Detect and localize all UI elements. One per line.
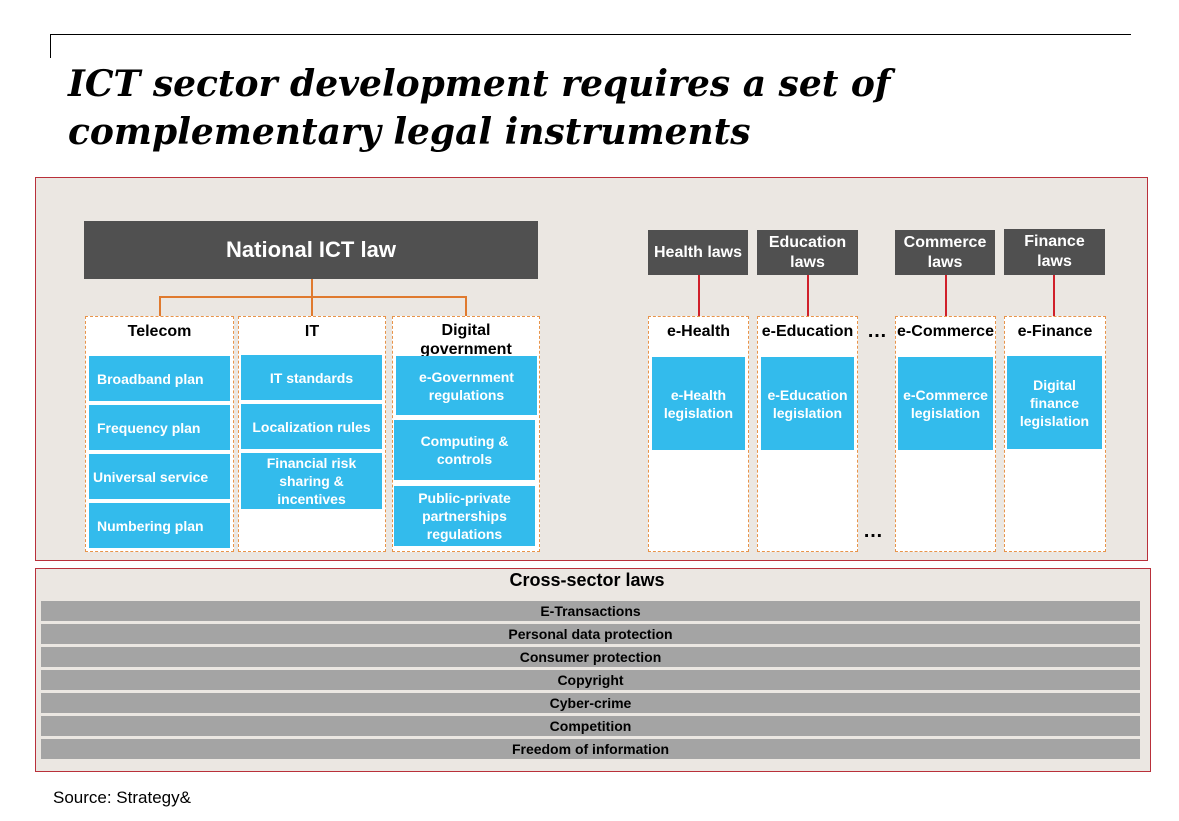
connector-finance (1053, 275, 1055, 316)
e-education-legislation-box: e-Education legislation (761, 357, 854, 450)
frequency-plan-box: Frequency plan (89, 405, 230, 450)
e-health-legislation-box: e-Health legislation (652, 357, 745, 450)
cross-sector-law-bar: Competition (41, 716, 1140, 736)
education-laws-box: Education laws (757, 230, 858, 275)
connector-commerce (945, 275, 947, 316)
digital-government-column-title: Digital government (420, 322, 512, 358)
connector-it (311, 296, 313, 316)
cross-sector-law-bar: Copyright (41, 670, 1140, 690)
connector-telecom (159, 296, 161, 316)
e-finance-column-title: e-Finance (1017, 323, 1093, 340)
source-note: Source: Strategy& (53, 788, 191, 807)
e-health-column-title: e-Health (666, 323, 731, 340)
connector-national-trunk (311, 279, 313, 297)
universal-service-box: Universal service (89, 454, 230, 499)
broadband-plan-box: Broadband plan (89, 356, 230, 401)
cross-sector-law-bar: Cyber-crime (41, 693, 1140, 713)
public-private-partnerships-box: Public-private partnerships regulations (394, 486, 535, 546)
commerce-laws-box: Commerce laws (895, 230, 995, 275)
finance-laws-box: Finance laws (1004, 229, 1105, 275)
cross-sector-title: Cross-sector laws (509, 570, 665, 590)
page-title-line-1: ICT sector development requires a set of (68, 63, 891, 105)
e-commerce-column-title: e-Commerce (897, 323, 994, 340)
digital-finance-legislation-box: Digital finance legislation (1007, 356, 1102, 449)
localization-rules-box: Localization rules (241, 404, 382, 449)
e-commerce-legislation-box: e-Commerce legislation (898, 357, 993, 450)
it-column-title: IT (304, 323, 320, 340)
page-title: ICT sector development requires a set of… (68, 60, 1108, 156)
it-standards-box: IT standards (241, 355, 382, 400)
connector-health (698, 275, 700, 316)
cross-sector-law-bar: Personal data protection (41, 624, 1140, 644)
health-laws-box: Health laws (648, 230, 748, 275)
page-title-line-2: complementary legal instruments (68, 111, 751, 153)
computing-controls-box: Computing & controls (394, 420, 535, 480)
ellipsis-lower: … (863, 520, 883, 542)
ellipsis-upper: … (867, 320, 887, 342)
e-government-regulations-box: e-Government regulations (396, 356, 537, 415)
national-ict-law-box: National ICT law (84, 221, 538, 279)
cross-sector-law-bar: Consumer protection (41, 647, 1140, 667)
connector-national-branch (159, 296, 467, 298)
top-rule-tick (50, 34, 51, 58)
connector-education (807, 275, 809, 316)
telecom-column-title: Telecom (127, 323, 192, 340)
e-education-column-title: e-Education (761, 323, 854, 340)
top-rule (50, 34, 1131, 35)
connector-digital-government (465, 296, 467, 316)
financial-risk-box: Financial risk sharing & incentives (241, 453, 382, 509)
cross-sector-law-bar: Freedom of information (41, 739, 1140, 759)
cross-sector-law-bar: E-Transactions (41, 601, 1140, 621)
numbering-plan-box: Numbering plan (89, 503, 230, 548)
